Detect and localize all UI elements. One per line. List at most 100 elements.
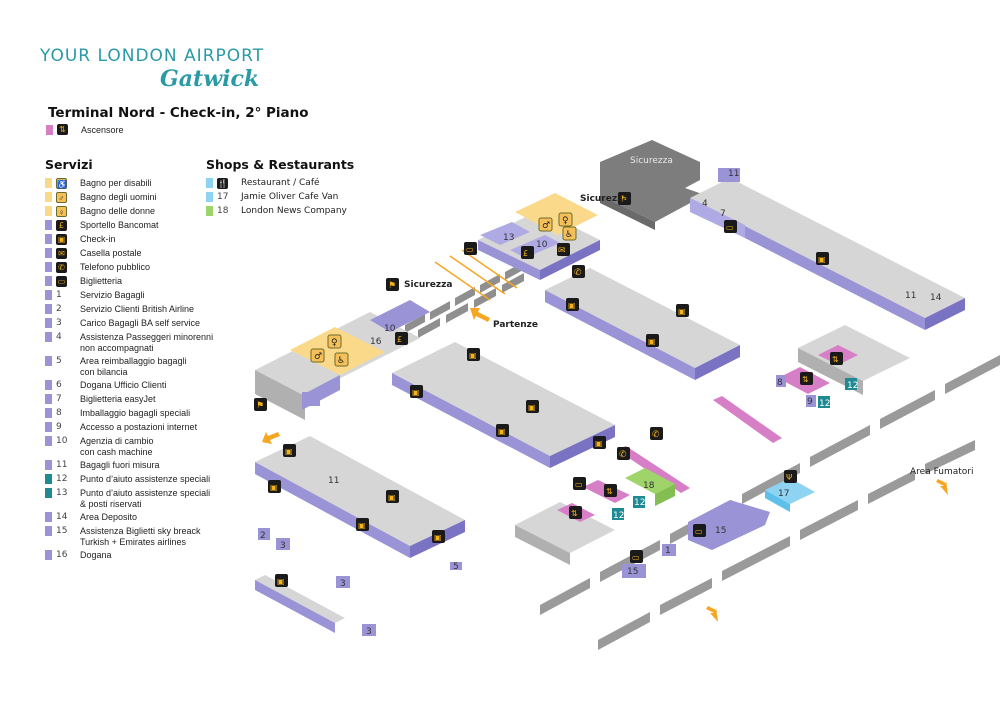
svg-text:✆: ✆ xyxy=(619,450,627,460)
legend-label-line: Servizio Clienti British Airline xyxy=(80,304,195,314)
legend-item: 3 Carico Bagagli BA self service xyxy=(45,318,213,332)
svg-text:✉: ✉ xyxy=(558,246,566,256)
legend-label: Jamie Oliver Cafe Van xyxy=(241,192,338,203)
svg-text:▣: ▣ xyxy=(412,388,420,397)
legend-number: 12 xyxy=(56,474,68,484)
legend-number: 10 xyxy=(56,436,68,446)
area-number: 15 xyxy=(715,526,726,536)
area-number: 4 xyxy=(702,199,708,209)
legend-label-line: con bilancia xyxy=(80,367,128,377)
legend-swatch xyxy=(45,234,52,244)
area-number: 5 xyxy=(453,562,459,572)
svg-text:✆: ✆ xyxy=(574,268,582,278)
legend-label-line: Bagno per disabili xyxy=(80,178,152,188)
service-boxes xyxy=(258,392,770,636)
legend-label: Telefono pubblico xyxy=(80,262,150,273)
legend-label-line: Dogana Ufficio Clienti xyxy=(80,380,167,390)
map-icons: ⚑ ⚑ ⚑ ▭ ▭ £ ✉ ✆ ✆ ✆ ▣ ▣ ▣ ▣ ▣ ▣ ▣ ▣ ▣ ▣ … xyxy=(254,192,843,587)
mailbox-icon: ✉ xyxy=(56,248,67,259)
legend-item: ✉Casella postale xyxy=(45,248,213,262)
svg-text:♀: ♀ xyxy=(331,338,338,348)
legend-label: Bagno degli uomini xyxy=(80,192,157,203)
svg-text:▣: ▣ xyxy=(270,483,278,492)
legend-label: Carico Bagagli BA self service xyxy=(80,318,200,329)
legend-swatch xyxy=(206,206,213,216)
area-number: 12 xyxy=(634,498,645,508)
svg-text:▣: ▣ xyxy=(434,533,442,542)
brand-logo: YOUR LONDON AIRPORT Gatwick xyxy=(40,46,264,92)
restaurant-icon: 🍴 xyxy=(217,178,228,189)
area-number: 3 xyxy=(366,627,372,637)
svg-text:▣: ▣ xyxy=(277,577,285,586)
check-in-icon: ▣ xyxy=(356,518,369,531)
legend-label: Bagno delle donne xyxy=(80,206,155,217)
legend-label-line: Sportello Bancomat xyxy=(80,220,159,230)
wheelchair-icon: ♿ xyxy=(334,352,349,367)
svg-text:✆: ✆ xyxy=(652,430,660,440)
area-number: 14 xyxy=(930,293,942,303)
legend-swatch xyxy=(45,394,52,404)
legend-label: Sportello Bancomat xyxy=(80,220,159,231)
exit-arrow-icon xyxy=(706,606,718,622)
legend-swatch xyxy=(45,220,52,230)
legend-label-line: Area Deposito xyxy=(80,512,138,522)
exit-arrow-icon xyxy=(936,479,948,495)
svg-text:⇅: ⇅ xyxy=(606,487,613,496)
legend-label-line: London News Company xyxy=(241,206,347,216)
svg-text:▭: ▭ xyxy=(466,245,474,254)
area-number: 11 xyxy=(728,169,739,179)
womens-toilet-icon: ♀ xyxy=(56,206,67,217)
lift-icon: ⇅ xyxy=(800,372,813,385)
ticket-icon: ▭ xyxy=(464,242,477,255)
lift-legend: ⇅ Ascensore xyxy=(46,124,124,135)
middle-check-in-island xyxy=(392,342,615,468)
area-number: 11 xyxy=(328,476,339,486)
legend-label: London News Company xyxy=(241,206,347,217)
legend-label-line: Accesso a postazioni internet xyxy=(80,422,198,432)
legend-label-line: con cash machine xyxy=(80,447,153,457)
legend-number: 8 xyxy=(56,408,62,418)
area-number: 1 xyxy=(665,546,671,556)
legend-swatch xyxy=(45,206,52,216)
legend-number: 3 xyxy=(56,318,62,328)
check-in-icon: ▣ xyxy=(566,298,579,311)
mens-toilet-icon: ♂ xyxy=(538,217,553,232)
svg-text:▣: ▣ xyxy=(678,307,686,316)
svg-text:⚑: ⚑ xyxy=(620,195,628,205)
legend-label-line: Telefono pubblico xyxy=(80,262,151,272)
legend-item: ♀ Bagno delle donne xyxy=(45,206,213,220)
legend-item: ✆Telefono pubblico xyxy=(45,262,213,276)
legend-swatch xyxy=(45,290,52,300)
legend-item: 6 Dogana Ufficio Clienti xyxy=(45,380,213,394)
legend-label: Dogana xyxy=(80,550,112,561)
legend-swatch xyxy=(45,436,52,446)
area-number: 15 xyxy=(627,567,638,577)
svg-text:▣: ▣ xyxy=(469,351,477,360)
svg-text:▣: ▣ xyxy=(388,493,396,502)
legend-label-line: Assistenza Biglietti sky breack xyxy=(80,526,201,536)
area-number: 18 xyxy=(643,481,655,491)
escalator xyxy=(617,396,782,493)
security-icon: ⚑ xyxy=(386,278,399,291)
legend-label-line: Biglietteria xyxy=(80,276,123,286)
legend-item: ♂Bagno degli uomini xyxy=(45,192,213,206)
phone-icon: ✆ xyxy=(617,447,630,460)
legend-number: 14 xyxy=(56,512,68,522)
svg-text:♿: ♿ xyxy=(565,230,573,240)
legend-swatch xyxy=(45,262,52,272)
legend-number: 6 xyxy=(56,380,62,390)
shops-title: Shops & Restaurants xyxy=(206,157,355,172)
check-in-icon: ▣ xyxy=(676,304,689,317)
area-number: 11 xyxy=(905,291,916,301)
area-number: 3 xyxy=(340,579,346,589)
svg-text:♂: ♂ xyxy=(542,221,550,231)
legend-label: Biglietteria easyJet xyxy=(80,394,156,405)
